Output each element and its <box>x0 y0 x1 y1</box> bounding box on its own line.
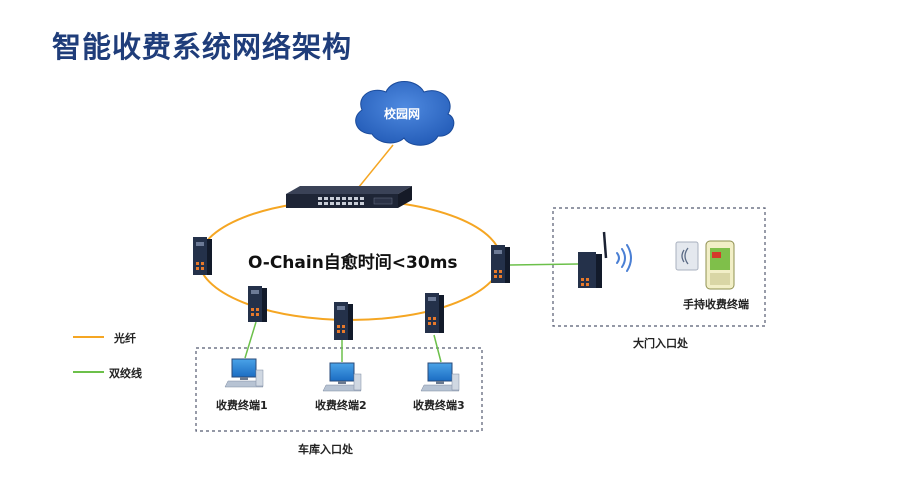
twisted-pair-link-terminal-1 <box>244 321 257 359</box>
wireless-signal-icon <box>616 244 632 272</box>
campus-network-cloud-icon <box>355 81 455 146</box>
page-title: 智能收费系统网络架构 <box>52 30 353 64</box>
terminal-3-computer-icon <box>420 362 460 392</box>
wireless-access-point-icon <box>578 231 608 288</box>
legend-twisted-pair-label: 双绞线 <box>109 367 142 380</box>
terminal-2-computer-icon <box>322 362 362 392</box>
cloud-label: 校园网 <box>384 107 421 121</box>
garage-zone-box <box>195 347 483 432</box>
ring-switch-left-icon <box>193 237 212 275</box>
twisted-pair-link-gate <box>509 263 579 266</box>
legend-fiber-label: 光纤 <box>114 332 136 345</box>
terminal-3-label: 收费终端3 <box>413 399 465 412</box>
terminal-1-label: 收费终端1 <box>216 399 268 412</box>
ring-switch-right-icon <box>491 245 510 283</box>
handheld-terminal-label: 手持收费终端 <box>683 298 749 311</box>
ring-label: O-Chain自愈时间<30ms <box>248 253 458 273</box>
terminal-1-computer-icon <box>224 358 264 388</box>
handheld-terminal-icon <box>675 240 735 290</box>
garage-zone-label: 车库入口处 <box>298 443 353 456</box>
core-switch-icon <box>286 186 412 208</box>
twisted-pair-link-terminal-3 <box>433 334 442 363</box>
terminal-2-label: 收费终端2 <box>315 399 367 412</box>
ring-switch-garage-1-icon <box>248 286 267 322</box>
gate-zone-box <box>552 207 766 327</box>
gate-zone-label: 大门入口处 <box>633 337 688 350</box>
ring-switch-garage-3-icon <box>425 293 444 333</box>
ring-switch-garage-2-icon <box>334 302 353 340</box>
